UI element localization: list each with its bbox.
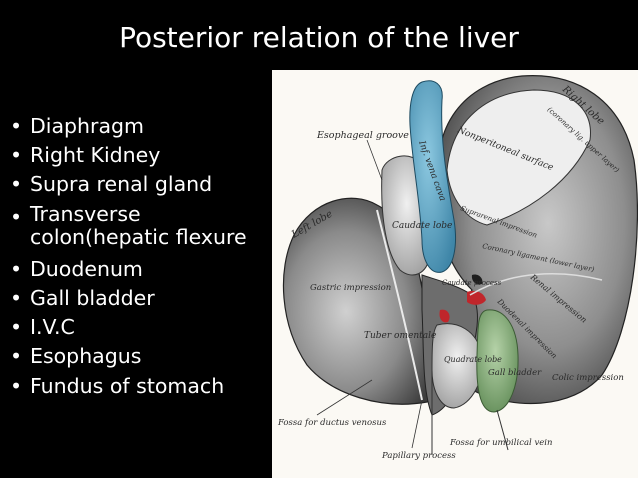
vessel-shape (439, 309, 450, 323)
bullet-item: • Fundus of stomach (10, 372, 272, 401)
label-gastric-impression: Gastric impression (310, 283, 391, 293)
leader-line (316, 379, 373, 416)
label-colic-impression: Colic impression (552, 373, 624, 383)
bare-area-shape (446, 89, 591, 226)
bullet-item: • Right Kidney (10, 141, 272, 170)
bullet-text: Transverse colon(hepatic flexure (30, 201, 247, 249)
label-esophageal-groove: Esophageal groove (316, 130, 409, 141)
bullet-dot-icon: • (10, 204, 23, 229)
bullet-item: • Duodenum (10, 255, 272, 284)
bullet-text: Diaphragm (30, 114, 145, 138)
slide-title: Posterior relation of the liver (119, 21, 519, 54)
leader-line (366, 139, 383, 181)
liver-drawing: Esophageal groove Left lobe Inf. vena ca… (277, 75, 638, 461)
bullet-text: Gall bladder (30, 286, 155, 311)
bullet-dot-icon: • (10, 172, 23, 197)
bullet-item: • Supra renal gland (10, 170, 272, 199)
label-fossa-umbilical-vein: Fossa for umbilical vein (449, 438, 552, 448)
label-fossa-ductus-venosus: Fossa for ductus venosus (277, 418, 387, 428)
leader-line (411, 399, 423, 449)
bullet-text: Right Kidney (30, 143, 161, 168)
bullet-text: I.V.C (30, 315, 75, 340)
bullet-item: • Transverse colon(hepatic flexure (10, 201, 272, 252)
label-gall-bladder: Gall bladder (488, 368, 542, 378)
bullet-text: Esophagus (30, 344, 142, 369)
quadrate-lobe-shape (431, 323, 483, 409)
bullet-dot-icon: • (10, 114, 23, 138)
fissure-line (376, 209, 423, 401)
ivc-shape (409, 80, 456, 273)
vessel-shape (471, 274, 483, 285)
bullet-dot-icon: • (10, 315, 23, 340)
label-caudate-lobe: Caudate lobe (392, 221, 452, 231)
bullet-text: Duodenum (30, 256, 143, 281)
bullet-dot-icon: • (10, 373, 23, 398)
label-caudate-process: Caudate process (442, 279, 502, 287)
bullet-dot-icon: • (10, 344, 23, 369)
bullet-text: Fundus of stomach (30, 373, 225, 398)
bullet-list: • Diaphragm • Right Kidney • Supra renal gl… (10, 112, 272, 401)
liver-illustration: Esophageal groove Left lobe Inf. vena ca… (272, 70, 638, 478)
bullet-item: • I.V.C (10, 313, 272, 342)
label-papillary-process: Papillary process (381, 451, 456, 461)
bullet-item: • Gall bladder (10, 284, 272, 313)
bullet-dot-icon: • (10, 143, 23, 168)
label-tuber-omentale: Tuber omentale (364, 331, 436, 341)
bullet-dot-icon: • (10, 286, 23, 311)
bullet-item: • Diaphragm (10, 112, 272, 141)
fissure-line (469, 273, 603, 296)
bullet-item: • Esophagus (10, 342, 272, 371)
bullet-dot-icon: • (10, 256, 23, 281)
gall-bladder-shape (476, 309, 519, 413)
label-quadrate-lobe: Quadrate lobe (444, 355, 502, 364)
fissure-line (496, 409, 509, 451)
bullet-text: Supra renal gland (30, 172, 213, 197)
